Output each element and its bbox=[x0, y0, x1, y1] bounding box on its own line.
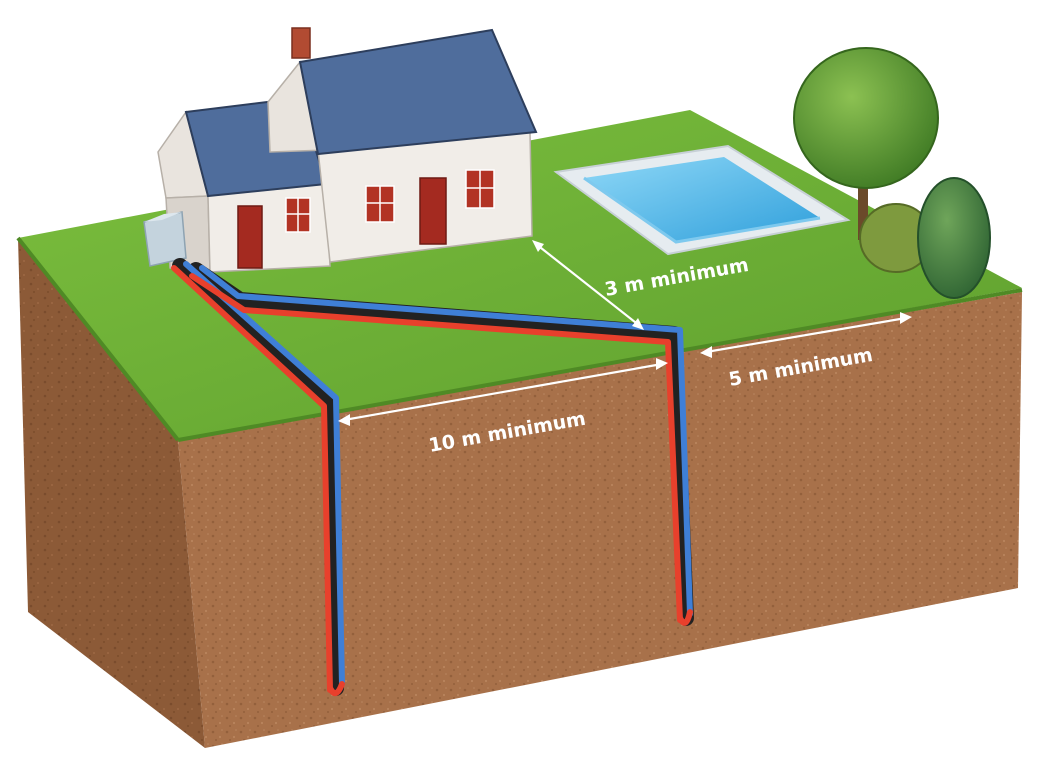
door-main bbox=[419, 177, 447, 245]
pipe-u-bend-left bbox=[327, 681, 345, 697]
dimension-line-borehole bbox=[343, 362, 663, 422]
trees bbox=[793, 47, 991, 299]
pool-water bbox=[584, 157, 820, 242]
tree-trunk bbox=[858, 150, 868, 240]
arrowhead-pool-top bbox=[532, 240, 544, 252]
house bbox=[143, 27, 538, 273]
pipe-hot-left bbox=[171, 265, 333, 693]
dimension-line-boundary bbox=[705, 316, 907, 354]
pipe-outline-left-borehole bbox=[172, 258, 344, 696]
pipe-u-bend-right bbox=[677, 609, 693, 626]
pipe-cold-right bbox=[199, 265, 693, 617]
arrowhead-boundary-left bbox=[700, 346, 712, 358]
conifer-bush bbox=[917, 177, 991, 299]
windows bbox=[285, 169, 495, 233]
door-wing bbox=[237, 205, 263, 269]
pool-inner-wall bbox=[583, 176, 821, 244]
chimney bbox=[291, 27, 311, 59]
pipe-hot-right bbox=[189, 273, 683, 623]
soil-front-face bbox=[178, 292, 1022, 748]
ground-loop-pipes bbox=[171, 258, 694, 697]
tree-crown bbox=[793, 47, 939, 189]
swimming-pool bbox=[553, 144, 851, 256]
arrowhead-boundary-right bbox=[900, 312, 912, 324]
pipe-outline-right-borehole bbox=[188, 262, 694, 626]
house-wing-front bbox=[207, 183, 331, 273]
heat-pump-top bbox=[144, 212, 182, 222]
house-main-roof bbox=[298, 28, 538, 156]
arrowhead-borehole-right bbox=[656, 358, 668, 370]
pipe-cold-left bbox=[183, 261, 345, 687]
grass-edge-front bbox=[177, 288, 1023, 442]
arrowhead-pool-bottom bbox=[632, 318, 644, 330]
soil-left-face bbox=[18, 238, 205, 748]
arrowhead-borehole-left bbox=[338, 414, 350, 426]
dimension-line-pool bbox=[535, 243, 641, 327]
grass-edge-left bbox=[16, 236, 180, 442]
